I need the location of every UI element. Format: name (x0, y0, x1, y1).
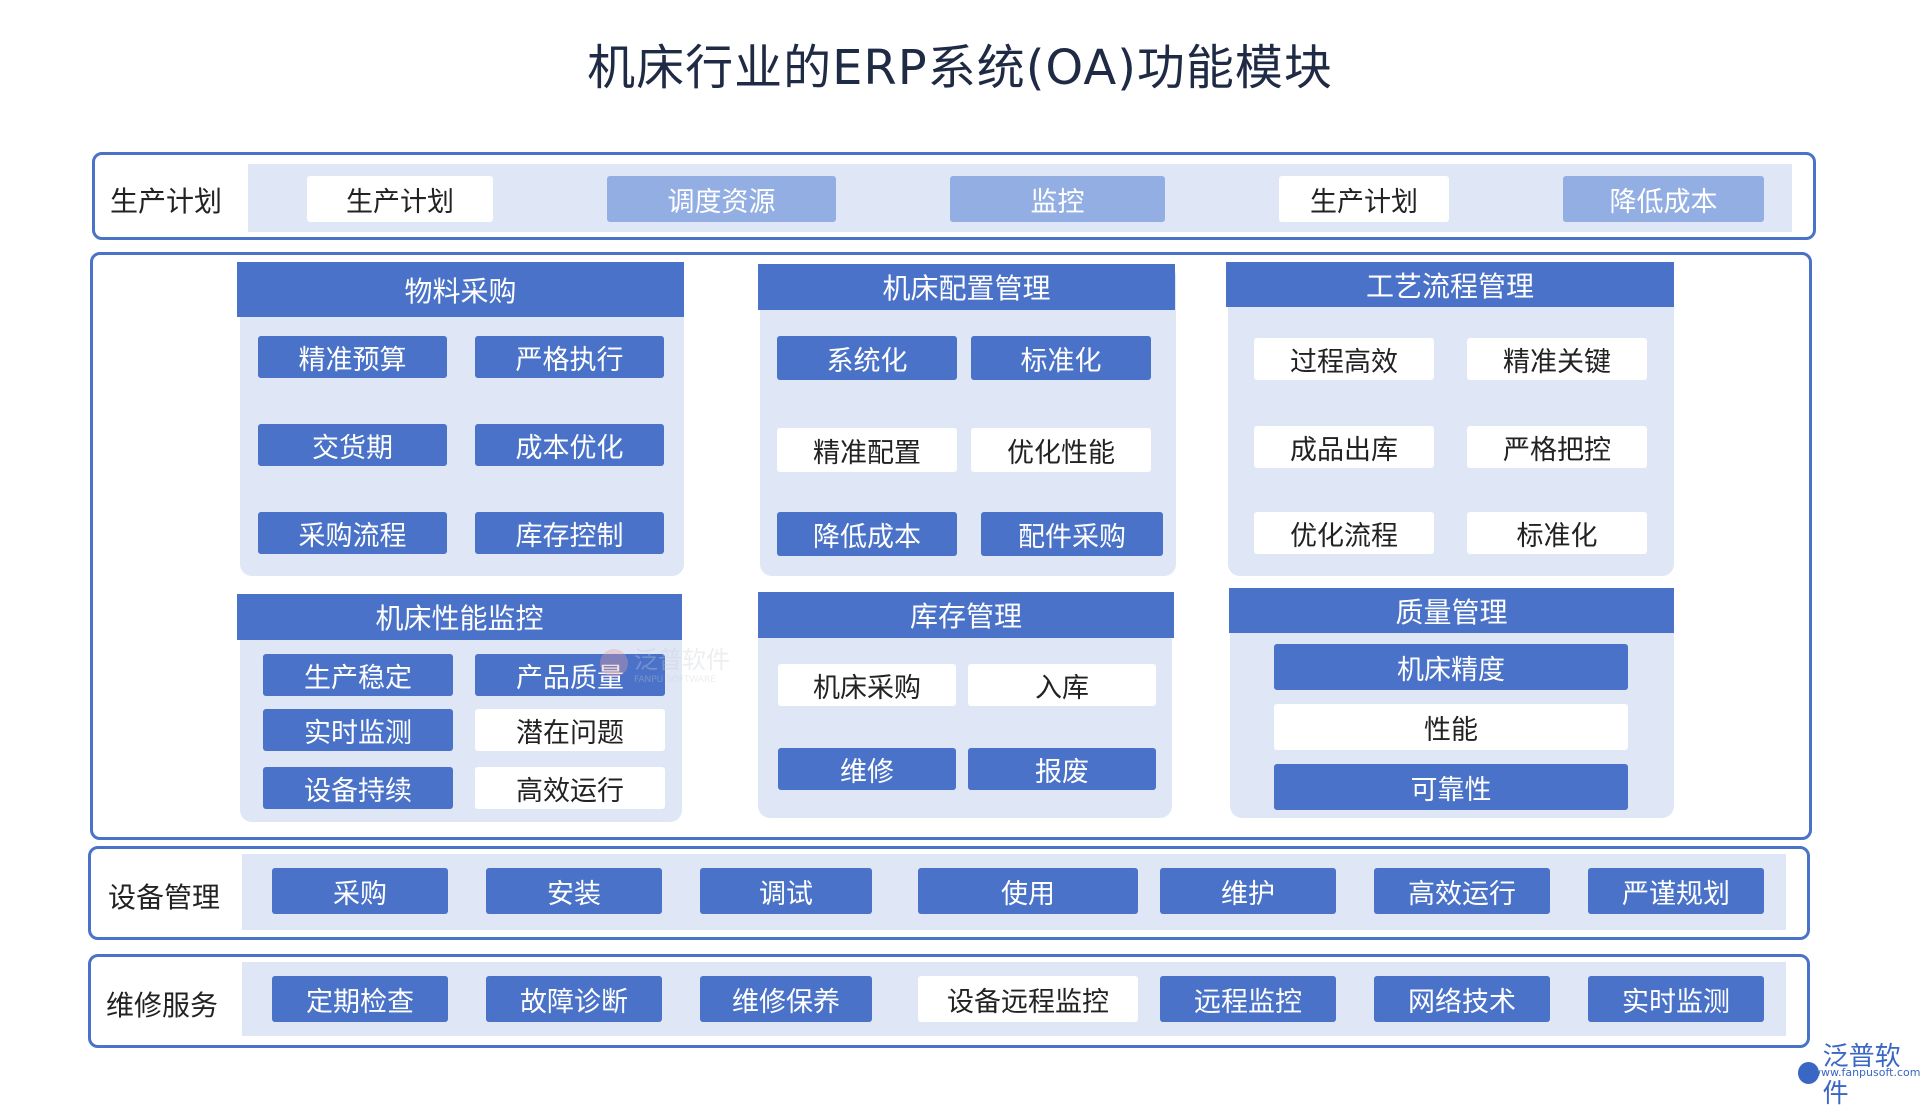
service-chip: 设备远程监控 (918, 976, 1138, 1022)
module-chip: 精准配置 (777, 428, 957, 472)
watermark-logo-icon (600, 648, 628, 677)
module-chip: 降低成本 (777, 512, 957, 556)
production-chip: 调度资源 (607, 176, 836, 222)
module-header: 库存管理 (758, 592, 1174, 638)
module-chip: 配件采购 (981, 512, 1163, 556)
module-chip: 生产稳定 (263, 654, 453, 696)
module-chip: 精准关键 (1467, 338, 1647, 380)
production-plan-label: 生产计划 (110, 185, 223, 218)
module-chip: 标准化 (971, 336, 1151, 380)
equipment-chip: 调试 (700, 868, 872, 914)
module-chip: 采购流程 (258, 512, 447, 554)
module-chip: 成本优化 (475, 424, 664, 466)
service-label: 维修服务 (106, 989, 219, 1022)
module-chip: 入库 (968, 664, 1156, 706)
service-chip: 实时监测 (1588, 976, 1764, 1022)
module-chip: 严格把控 (1467, 426, 1647, 468)
service-chip: 网络技术 (1374, 976, 1550, 1022)
equipment-chip: 使用 (918, 868, 1138, 914)
page-title: 机床行业的ERP系统(OA)功能模块 (587, 40, 1333, 96)
module-chip: 产品质量 (475, 654, 665, 696)
service-chip: 维修保养 (700, 976, 872, 1022)
module-chip: 过程高效 (1254, 338, 1434, 380)
production-chip: 监控 (950, 176, 1165, 222)
production-chip: 生产计划 (307, 176, 493, 222)
production-chip: 生产计划 (1279, 176, 1449, 222)
module-chip: 潜在问题 (475, 709, 665, 751)
equipment-label: 设备管理 (108, 881, 221, 914)
module-chip: 优化流程 (1254, 512, 1434, 554)
equipment-chip: 维护 (1160, 868, 1336, 914)
module-chip: 标准化 (1467, 512, 1647, 554)
module-chip: 机床精度 (1274, 644, 1628, 690)
watermark-subtext: FANPU SOFTWARE (634, 675, 716, 685)
module-chip: 可靠性 (1274, 764, 1628, 810)
watermark-text: 泛普软件 (634, 646, 730, 674)
brand-url: www.fanpusoft.com (1812, 1066, 1920, 1079)
service-chip: 故障诊断 (486, 976, 662, 1022)
module-chip: 交货期 (258, 424, 447, 466)
brand-logo-icon (1798, 1062, 1819, 1084)
equipment-chip: 高效运行 (1374, 868, 1550, 914)
equipment-chip: 严谨规划 (1588, 868, 1764, 914)
module-chip: 实时监测 (263, 709, 453, 751)
module-chip: 优化性能 (971, 428, 1151, 472)
module-chip: 严格执行 (475, 336, 664, 378)
module-header: 物料采购 (237, 262, 684, 317)
module-chip: 系统化 (777, 336, 957, 380)
module-header: 质量管理 (1229, 588, 1674, 633)
module-chip: 设备持续 (263, 767, 453, 809)
service-chip: 远程监控 (1160, 976, 1336, 1022)
module-chip: 性能 (1274, 704, 1628, 750)
module-chip: 机床采购 (778, 664, 956, 706)
module-chip: 成品出库 (1254, 426, 1434, 468)
module-chip: 精准预算 (258, 336, 447, 378)
module-chip: 高效运行 (475, 767, 665, 809)
service-chip: 定期检查 (272, 976, 448, 1022)
module-header: 机床配置管理 (758, 264, 1175, 310)
equipment-chip: 安装 (486, 868, 662, 914)
module-header: 工艺流程管理 (1226, 262, 1674, 307)
module-chip: 库存控制 (475, 512, 664, 554)
watermark: 泛普软件 FANPU SOFTWARE (600, 640, 730, 685)
equipment-chip: 采购 (272, 868, 448, 914)
module-chip: 报废 (968, 748, 1156, 790)
module-header: 机床性能监控 (237, 594, 682, 640)
module-chip: 维修 (778, 748, 956, 790)
production-chip: 降低成本 (1563, 176, 1764, 222)
